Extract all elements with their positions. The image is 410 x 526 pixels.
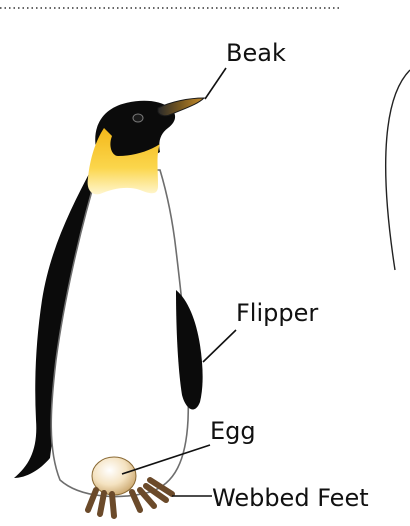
beak-leader-line: [205, 68, 226, 99]
flipper-leader-line: [203, 330, 236, 362]
label-flipper: Flipper: [236, 301, 318, 325]
frame-arc: [386, 70, 410, 270]
label-egg: Egg: [210, 419, 256, 443]
penguin-eye: [133, 114, 143, 122]
penguin-beak: [158, 98, 204, 116]
label-webbed-feet: Webbed Feet: [212, 486, 369, 510]
label-beak: Beak: [226, 41, 286, 65]
penguin-illustration: [14, 98, 204, 516]
